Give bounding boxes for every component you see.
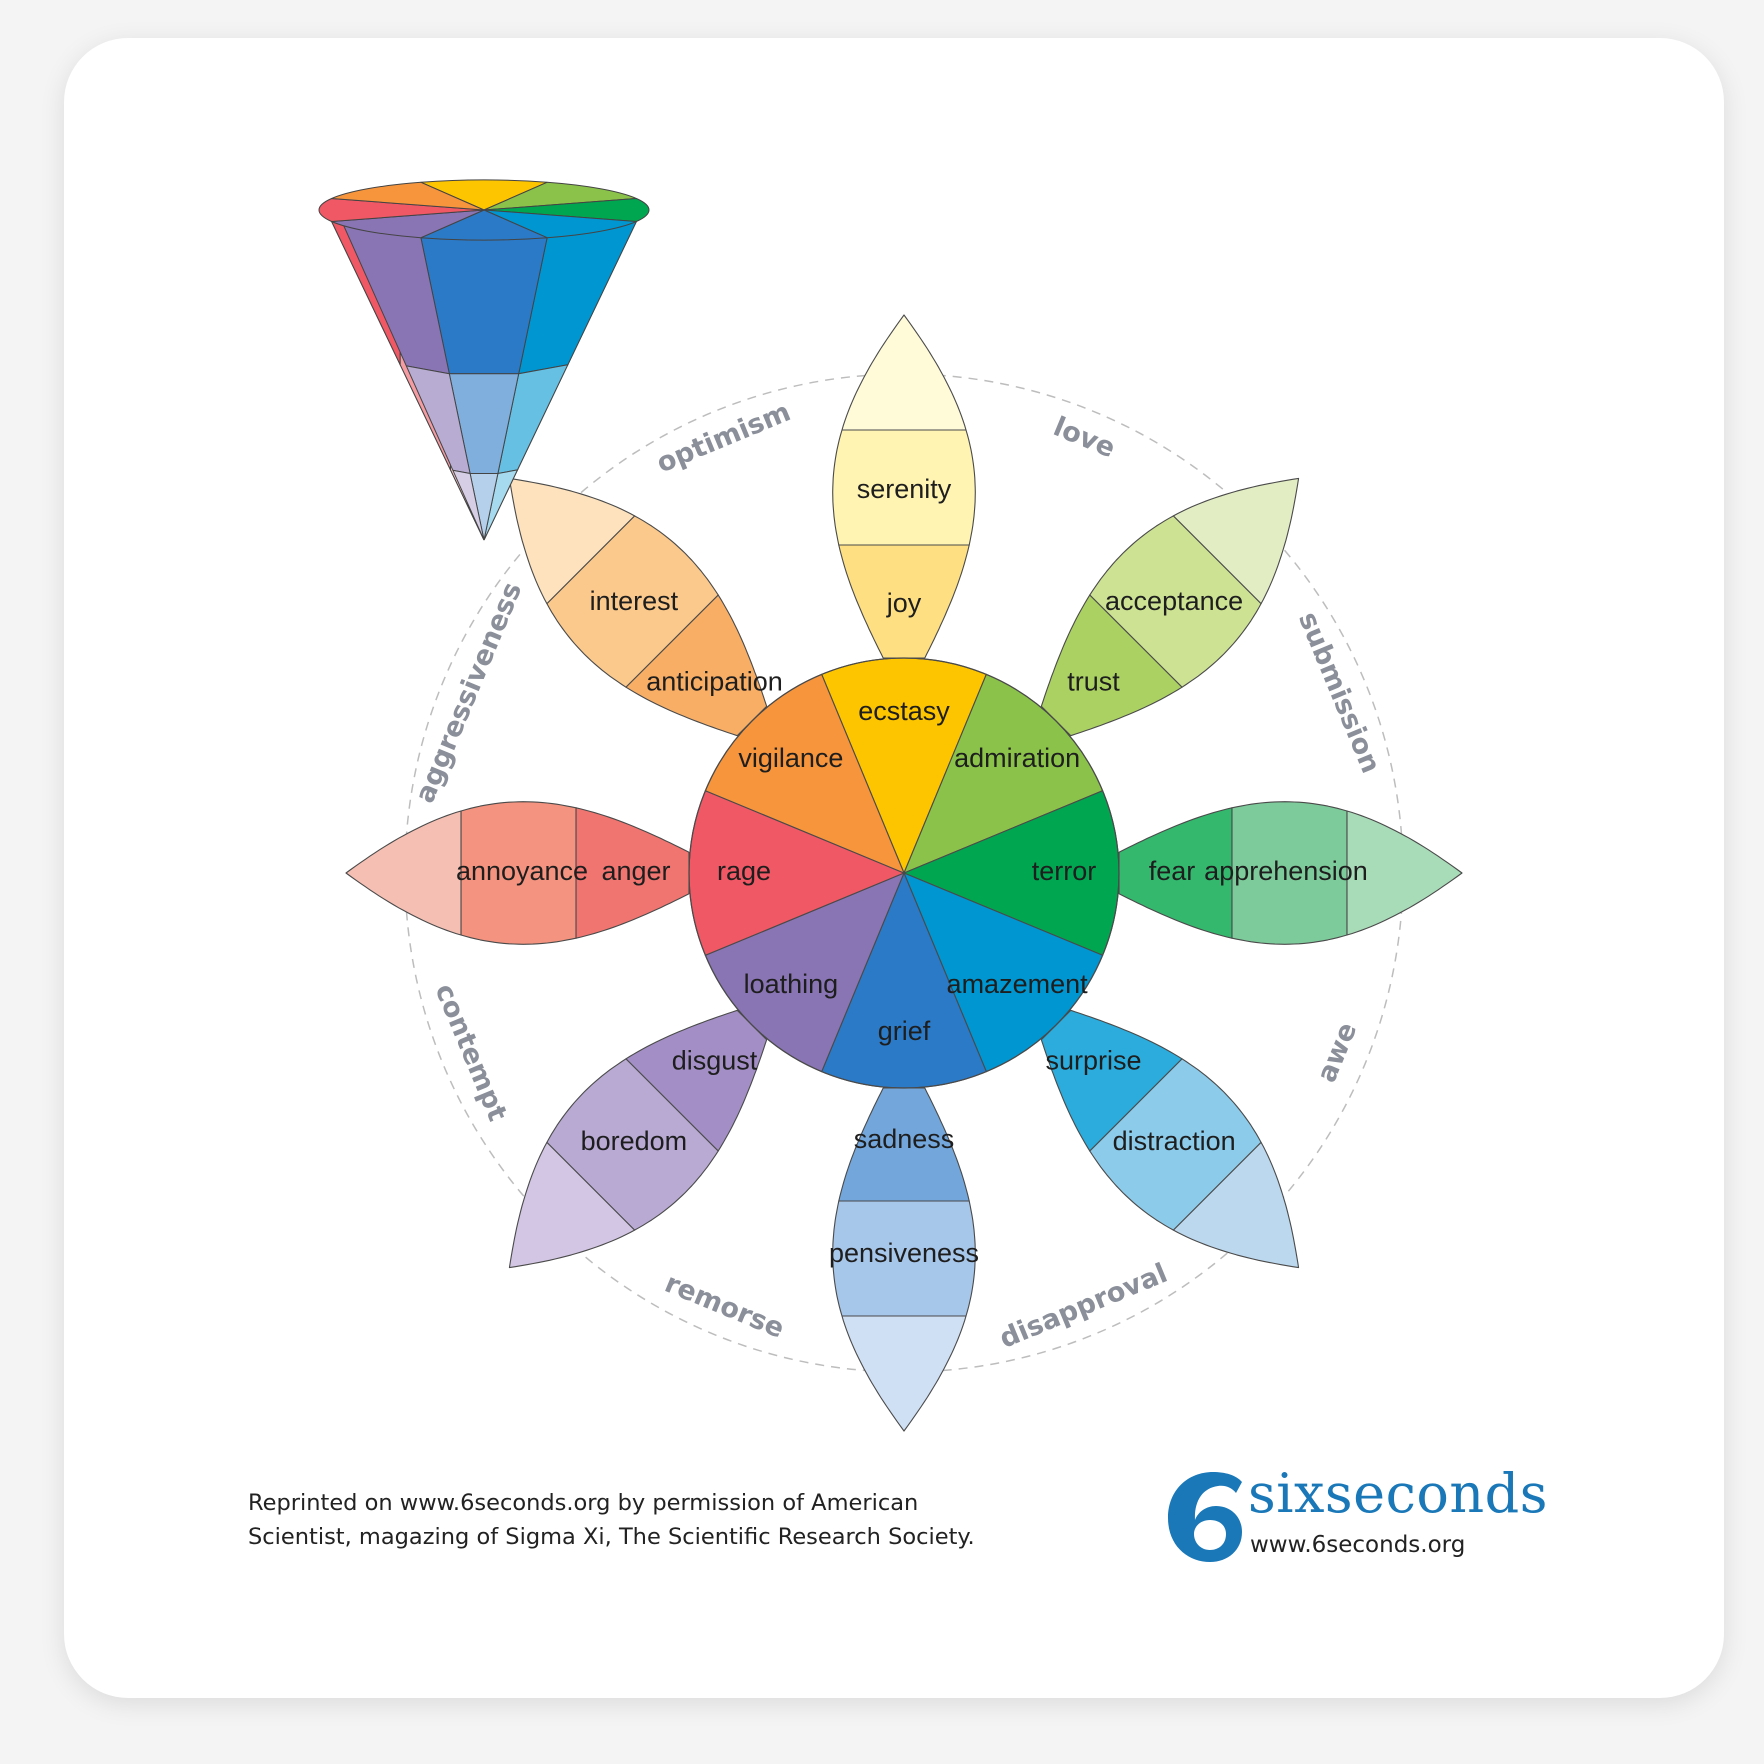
emotion-label-boredom: boredom [581, 1126, 688, 1156]
emotion-label-apprehension: apprehension [1204, 856, 1368, 886]
emotion-label-distraction: distraction [1113, 1126, 1236, 1156]
dyad-label-optimism: optimism [652, 396, 795, 479]
petal-fear [1118, 801, 1463, 945]
petal-surprise [1040, 1009, 1300, 1269]
dyad-label-submission: submission [1292, 608, 1386, 778]
petal-sadness [832, 1087, 976, 1432]
cone-top-0 [420, 179, 548, 211]
emotion-label-rage: rage [717, 856, 771, 886]
emotion-label-grief: grief [878, 1016, 931, 1046]
dyad-label-aggressiveness: aggressiveness [409, 578, 528, 807]
emotion-label-annoyance: annoyance [456, 856, 588, 886]
petal-anticipation [508, 477, 768, 737]
brand-url: www.6seconds.org [1250, 1532, 1466, 1558]
petal-disgust [508, 1009, 768, 1269]
cone-top-5 [331, 209, 485, 239]
emotion-label-serenity: serenity [857, 474, 952, 504]
petal-band-joy-3 [841, 314, 967, 431]
inner-ring [688, 657, 1120, 1089]
dyad-label-awe: awe [1311, 1018, 1363, 1087]
cone-top-2 [483, 197, 650, 223]
emotion-label-surprise: surprise [1045, 1046, 1141, 1076]
emotion-label-disgust: disgust [672, 1046, 758, 1076]
emotion-label-amazement: amazement [947, 969, 1089, 999]
dyad-label-disapproval: disapproval [995, 1258, 1172, 1355]
cone-3d-model [318, 179, 650, 541]
dyad-label-remorse: remorse [660, 1268, 788, 1345]
emotion-label-anger: anger [601, 856, 670, 886]
cone-top-7 [331, 181, 485, 211]
emotion-label-sadness: sadness [854, 1124, 955, 1154]
emotion-label-loathing: loathing [744, 969, 839, 999]
cone-side-6-2 [450, 464, 485, 541]
petal-band-trust-3 [1172, 477, 1300, 605]
emotion-label-ecstasy: ecstasy [858, 696, 950, 726]
petal-trust [1040, 477, 1300, 737]
petal-band-anger-3 [345, 810, 462, 936]
sixseconds-logo: sixseconds www.6seconds.org [1158, 1462, 1578, 1576]
cone-top-4 [420, 209, 548, 241]
credit-text: Reprinted on www.6seconds.org by permiss… [248, 1486, 1008, 1554]
cone-top-6 [318, 197, 485, 223]
cone-top-1 [483, 181, 637, 211]
brand-name: sixseconds [1248, 1462, 1548, 1525]
dyad-label-love: love [1049, 411, 1120, 464]
emotion-label-interest: interest [590, 586, 679, 616]
petal-band-surprise-3 [1172, 1141, 1300, 1269]
dyad-label-contempt: contempt [429, 979, 513, 1125]
emotion-label-acceptance: acceptance [1105, 586, 1243, 616]
emotion-label-admiration: admiration [954, 743, 1080, 773]
emotion-label-vigilance: vigilance [738, 743, 843, 773]
cone-top-3 [483, 209, 637, 239]
emotion-label-joy: joy [886, 588, 922, 618]
emotion-label-fear: fear [1149, 856, 1196, 886]
emotion-label-pensiveness: pensiveness [829, 1238, 979, 1268]
petal-joy [832, 314, 976, 659]
petal-band-sadness-3 [841, 1315, 967, 1432]
sixseconds-mark-icon [1168, 1472, 1242, 1562]
petal-anger [345, 801, 690, 945]
emotion-label-trust: trust [1067, 667, 1120, 697]
credit-line-1: Reprinted on www.6seconds.org by permiss… [248, 1490, 919, 1516]
credit-line-2: Scientist, magazing of Sigma Xi, The Sci… [248, 1524, 975, 1550]
petal-band-fear-3 [1346, 810, 1463, 936]
emotion-label-terror: terror [1032, 856, 1097, 886]
petal-band-disgust-3 [508, 1141, 636, 1269]
emotion-label-anticipation: anticipation [646, 667, 783, 697]
